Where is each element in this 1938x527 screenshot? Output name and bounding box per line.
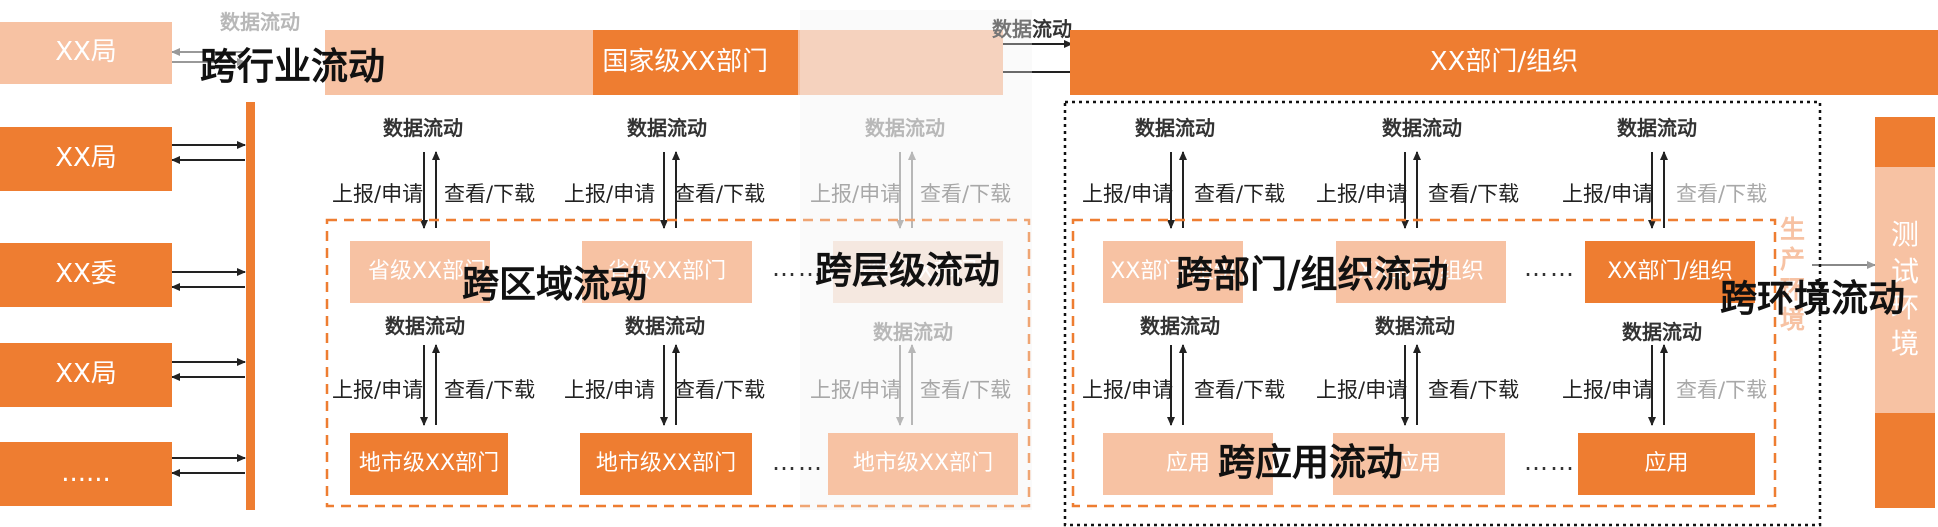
production-env-label: 生产环境 [1780, 215, 1806, 334]
app-box-3: 应用 [1578, 433, 1755, 495]
region-flow-label-3: 数据流动 [865, 116, 945, 140]
cross-region-title: 跨区域流动 [462, 263, 647, 306]
left-arrow-pairs [171, 141, 246, 477]
region-ellipsis-top: …… [772, 254, 824, 282]
org-view-5: 查看/下载 [1428, 378, 1520, 402]
org-ellipsis-bottom: …… [1524, 448, 1576, 476]
left-trunk-bar [246, 102, 255, 510]
dept-box-1: XX部门/组织 [1103, 241, 1243, 303]
left-box-2: XX委 [0, 243, 172, 307]
cross-dept-title: 跨部门/组织流动 [1176, 253, 1449, 296]
cross-industry-title: 跨行业流动 [200, 45, 385, 88]
app-box-1: 应用 [1103, 433, 1273, 495]
left-box-0: XX局 [0, 22, 172, 84]
region-view-3: 查看/下载 [920, 182, 1012, 206]
org-view-3: 查看/下载 [1676, 182, 1768, 206]
city-box-3: 地市级XX部门 [828, 433, 1018, 495]
province-label-1: 省级XX部门 [368, 259, 487, 285]
national-box-light-left [325, 30, 593, 95]
org-flow-label-1: 数据流动 [1135, 116, 1215, 140]
org-view-4: 查看/下载 [1194, 378, 1286, 402]
region-flow-label-5: 数据流动 [625, 314, 705, 338]
org-report-4: 上报/申请 [1082, 378, 1174, 402]
org-flow-label-5: 数据流动 [1375, 314, 1455, 338]
org-dotted-frame [1063, 100, 1822, 527]
left-box-3: XX局 [0, 343, 172, 407]
org-report-6: 上报/申请 [1562, 378, 1654, 402]
data-flow-top-left: 数据流动 [220, 10, 300, 34]
org-flow-label-3: 数据流动 [1617, 116, 1697, 140]
org-ellipsis-top: …… [1524, 254, 1576, 282]
org-flow-label-2: 数据流动 [1382, 116, 1462, 140]
province-label-3: 省级XX部门 [833, 241, 1003, 303]
region-view-4: 查看/下载 [444, 378, 536, 402]
national-box-light-right [798, 30, 1003, 95]
org-flow-label-6: 数据流动 [1622, 320, 1702, 344]
national-box-orange [593, 30, 798, 95]
city-box-1: 地市级XX部门 [350, 433, 508, 495]
org-report-2: 上报/申请 [1316, 182, 1408, 206]
cross-level-title: 跨层级流动 [815, 249, 1000, 292]
dept-org-top-box: XX部门/组织 [1070, 30, 1938, 95]
region-flow-label-1: 数据流动 [383, 116, 463, 140]
region-report-6: 上报/申请 [810, 378, 902, 402]
test-env-box: 测试环境 [1875, 167, 1935, 413]
org-report-5: 上报/申请 [1316, 378, 1408, 402]
data-flow-top-mid: 数据流动 [992, 17, 1072, 41]
org-report-1: 上报/申请 [1082, 182, 1174, 206]
region-flow-label-4: 数据流动 [385, 314, 465, 338]
test-env-bar-bottom [1875, 413, 1935, 508]
region-flow-label-6: 数据流动 [873, 320, 953, 344]
region-view-6: 查看/下载 [920, 378, 1012, 402]
cross-app-title: 跨应用流动 [1218, 441, 1403, 484]
test-env-bar-top [1875, 117, 1935, 167]
dept-box-2: XX部门/组织 [1336, 241, 1506, 303]
org-view-6: 查看/下载 [1676, 378, 1768, 402]
national-dept-title: 国家级XX部门 [602, 46, 768, 77]
region-report-3: 上报/申请 [810, 182, 902, 206]
province-box-2 [582, 241, 752, 303]
region-flow-label-2: 数据流动 [627, 116, 707, 140]
region-report-1: 上报/申请 [332, 182, 424, 206]
region-report-4: 上报/申请 [332, 378, 424, 402]
region-report-2: 上报/申请 [564, 182, 656, 206]
org-view-1: 查看/下载 [1194, 182, 1286, 206]
org-view-2: 查看/下载 [1428, 182, 1520, 206]
app-box-2: 应用 [1333, 433, 1505, 495]
region-view-5: 查看/下载 [674, 378, 766, 402]
left-box-4: ...... [0, 442, 172, 506]
dept-box-3: XX部门/组织 [1585, 241, 1755, 303]
city-box-2: 地市级XX部门 [580, 433, 752, 495]
left-box-1: XX局 [0, 127, 172, 191]
region-view-2: 查看/下载 [674, 182, 766, 206]
region-report-5: 上报/申请 [564, 378, 656, 402]
province-label-2: 省级XX部门 [607, 259, 727, 285]
region-view-1: 查看/下载 [444, 182, 536, 206]
org-flow-label-4: 数据流动 [1140, 314, 1220, 338]
province-box-1 [350, 241, 490, 303]
region-ellipsis-bottom: …… [772, 448, 824, 476]
org-report-3: 上报/申请 [1562, 182, 1654, 206]
cross-env-title: 跨环境流动 [1720, 277, 1905, 320]
top-arrow-pair [994, 40, 1073, 76]
